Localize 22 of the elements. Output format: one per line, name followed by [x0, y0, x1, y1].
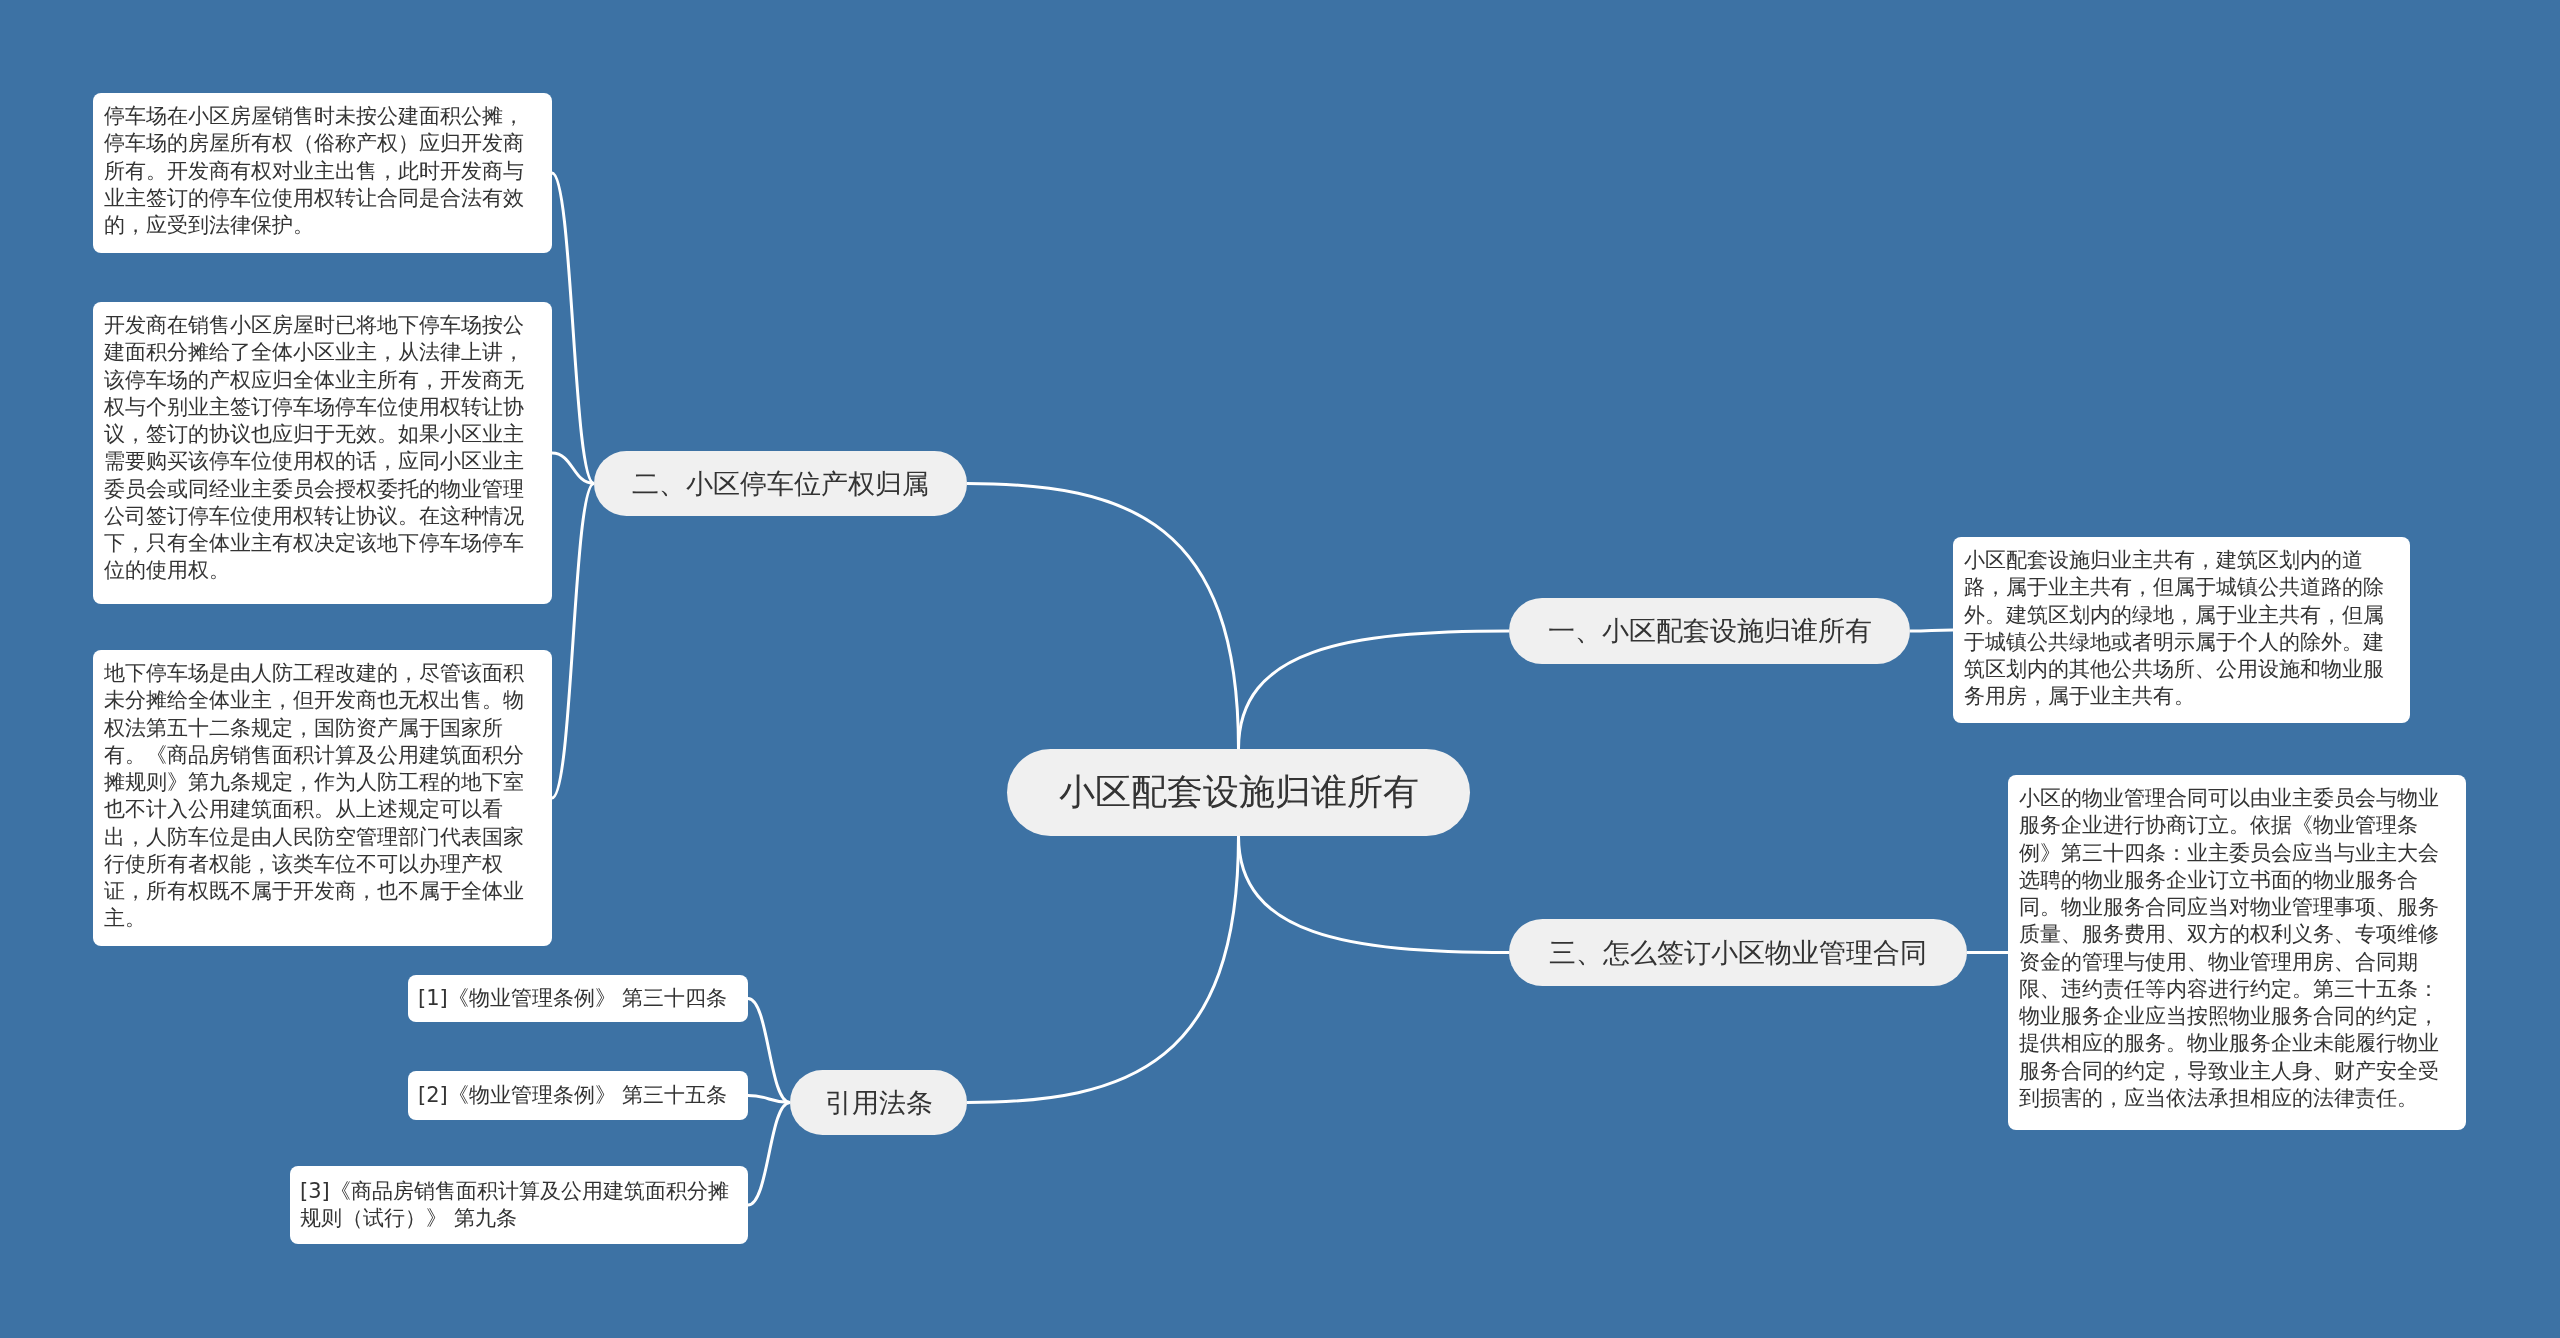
connector-line — [551, 451, 595, 485]
note-card: 停车场在小区房屋销售时未按公建面积公摊，停车场的房屋所有权（俗称产权）应归开发商所有。开发商有权对业主出售，此时开发商与业主签订的停车位使用权转让合同是合法有效的，应受到法律保护。 — [93, 93, 552, 253]
connector-line — [550, 482, 596, 799]
connector-line — [550, 172, 596, 485]
note-card: 开发商在销售小区房屋时已将地下停车场按公建面积分摊给了全体小区业主，从法律上讲，该停车场的产权应归全体业主所有，开发商无权与个别业主签订停车场停车位使用权转让协议，签订的协议也应归于无效。如果小区业主需要购买该停车位使用权的话，应同小区业主委员会或同经业主委员会授权委托的物业管理公司签订停车位使用权转让协议。在这种情况下，只有全体业主有权决定该地下停车场停车位的使用权。 — [93, 302, 552, 604]
branch-topic: 三、怎么签订小区物业管理合同 — [1509, 919, 1967, 986]
note-card: 小区的物业管理合同可以由业主委员会与物业服务企业进行协商订立。依据《物业管理条例》第三十四条：业主委员会应当与业主大会选聘的物业服务企业订立书面的物业服务合同。物业服务合同应当对物业管理事项、服务质量、服务费用、双方的权利义务、专项维修资金的管理与使用、物业管理用房、合同期限、违约责任等内容进行约定。第三十五条：物业服务企业应当按照物业服务合同的约定，提供相应的服务。物业服务企业未能履行物业服务合同的约定，导致业主人身、财产安全受到损害的，应当依法承担相应的法律责任。 — [2008, 775, 2466, 1130]
citation-card: [1]《物业管理条例》 第三十四条 — [408, 975, 748, 1022]
connector-line — [747, 1101, 791, 1207]
connector-line — [966, 835, 1240, 1104]
branch-topic: 一、小区配套设施归谁所有 — [1509, 598, 1910, 664]
note-card: 地下停车场是由人防工程改建的，尽管该面积未分摊给全体业主，但开发商也无权出售。物权法第五十二条规定，国防资产属于国家所有。《商品房销售面积计算及公用建筑面积分摊规则》第九条规定，作为人防工程的地下室也不计入公用建筑面积。从上述规定可以看出，人防车位是由人民防空管理部门代表国家行使所有者权能，该类车位不可以办理产权证，所有权既不属于开发商，也不属于全体业主。 — [93, 650, 552, 946]
note-card: 小区配套设施归业主共有，建筑区划内的道路，属于业主共有，但属于城镇公共道路的除外。建筑区划内的绿地，属于业主共有，但属于城镇公共绿地或者明示属于个人的除外。建筑区划内的其他公共场所、公用设施和物业服务用房，属于业主共有。 — [1953, 537, 2410, 723]
connector-line — [1967, 951, 2008, 954]
branch-topic: 二、小区停车位产权归属 — [594, 451, 967, 516]
citation-card: [2]《物业管理条例》 第三十五条 — [408, 1071, 748, 1120]
connector-line — [1237, 629, 1509, 750]
connector-line — [1910, 628, 1953, 633]
connector-line — [747, 997, 791, 1104]
central-topic: 小区配套设施归谁所有 — [1007, 749, 1470, 836]
branch-topic: 引用法条 — [790, 1070, 967, 1135]
citation-card: [3]《商品房销售面积计算及公用建筑面积分摊规则（试行）》 第九条 — [290, 1166, 748, 1244]
